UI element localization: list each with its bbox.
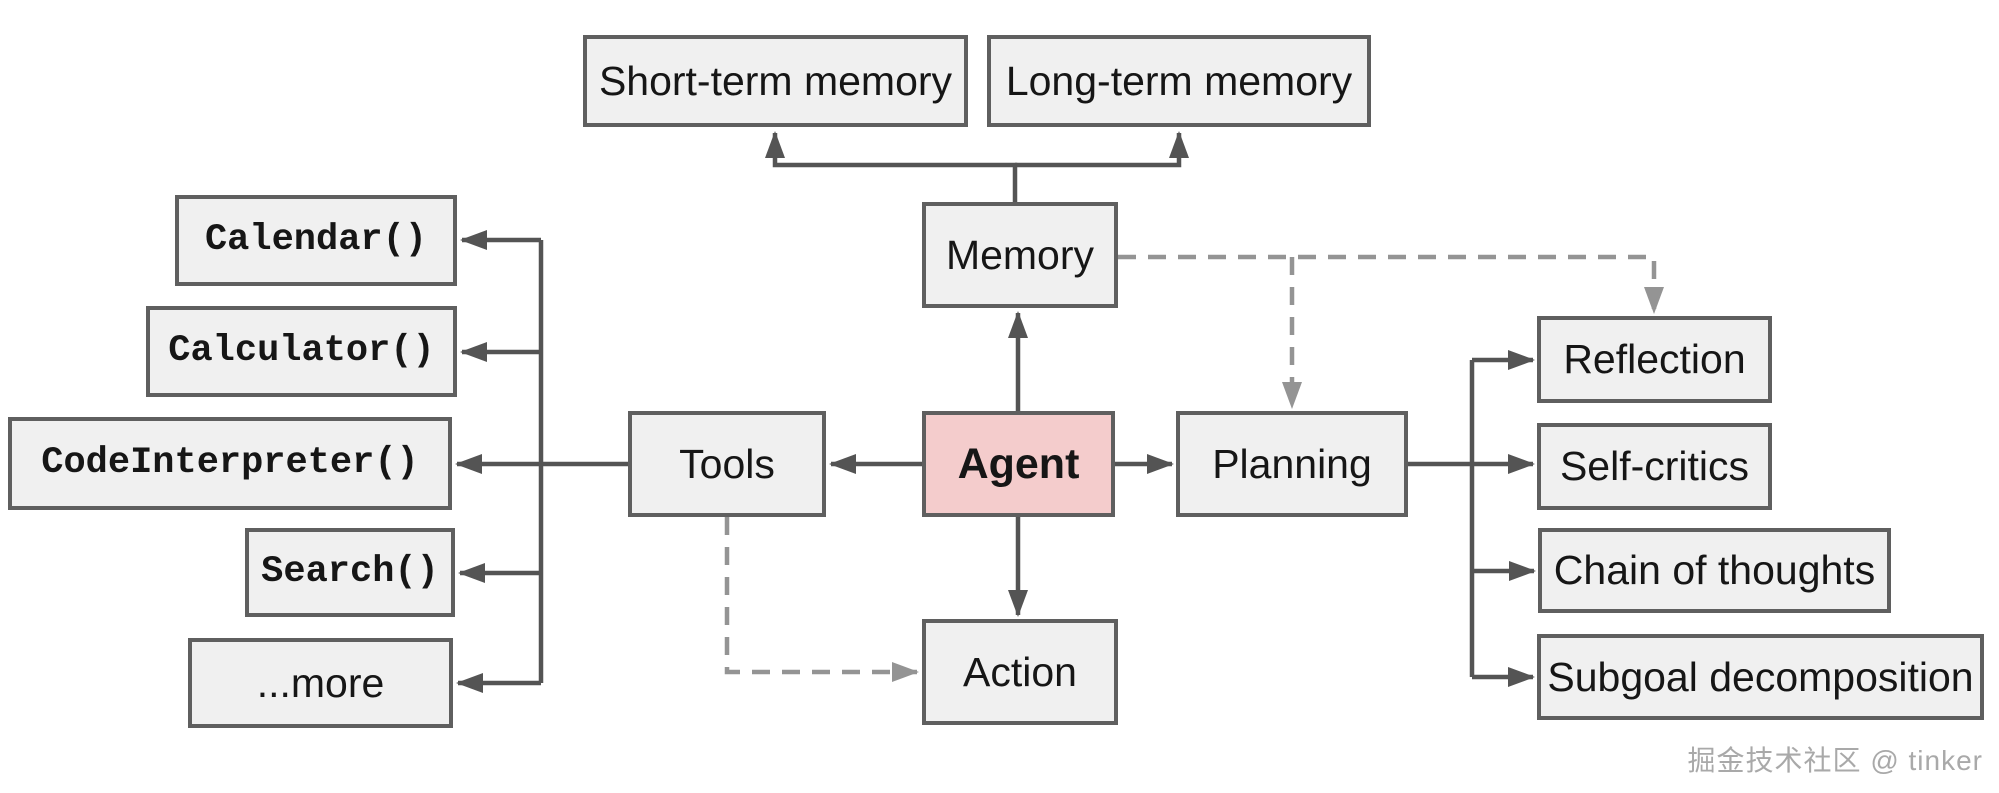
node-long-term-memory: Long-term memory — [987, 35, 1371, 127]
node-memory: Memory — [922, 202, 1118, 308]
node-subgoal-decomposition: Subgoal decomposition — [1537, 634, 1984, 720]
edge-tools-to-action-dashed — [724, 517, 919, 682]
node-action-label: Action — [963, 648, 1077, 695]
node-code-interpreter-tool: CodeInterpreter() — [8, 417, 452, 510]
node-chain-of-thoughts: Chain of thoughts — [1538, 528, 1891, 613]
node-code-interpreter-tool-label: CodeInterpreter() — [41, 442, 419, 484]
node-tools: Tools — [628, 411, 826, 517]
node-self-critics-label: Self-critics — [1559, 443, 1750, 489]
edge-memory-to-reflection-dashed — [1118, 254, 1664, 314]
node-short-term-memory: Short-term memory — [583, 35, 968, 127]
node-short-term-memory-label: Short-term memory — [598, 57, 953, 104]
node-more-tools-label: ...more — [256, 659, 385, 706]
node-more-tools: ...more — [188, 638, 453, 728]
node-long-term-memory-label: Long-term memory — [1005, 57, 1353, 104]
node-search-tool: Search() — [245, 528, 455, 617]
node-self-critics: Self-critics — [1537, 423, 1772, 510]
node-calculator-tool: Calculator() — [146, 306, 457, 397]
node-calculator-tool-label: Calculator() — [168, 330, 435, 372]
node-planning: Planning — [1176, 411, 1408, 517]
node-agent-label: Agent — [957, 439, 1080, 488]
watermark-text: 掘金技术社区 @ tinker — [1687, 745, 1983, 776]
node-search-tool-label: Search() — [261, 551, 439, 593]
node-planning-label: Planning — [1212, 440, 1372, 487]
edge-memory-to-long-term-memory — [1015, 131, 1189, 168]
node-action: Action — [922, 619, 1118, 725]
node-subgoal-decomposition-label: Subgoal decomposition — [1547, 653, 1974, 700]
node-reflection-label: Reflection — [1563, 336, 1746, 382]
edge-memory-to-short-term-memory — [765, 131, 1018, 202]
node-memory-label: Memory — [945, 231, 1095, 278]
node-calendar-tool-label: Calendar() — [204, 219, 428, 261]
node-tools-label: Tools — [679, 440, 775, 487]
node-chain-of-thoughts-label: Chain of thoughts — [1553, 547, 1876, 593]
node-calendar-tool: Calendar() — [175, 195, 457, 286]
node-agent: Agent — [922, 411, 1115, 517]
node-reflection: Reflection — [1537, 316, 1772, 403]
